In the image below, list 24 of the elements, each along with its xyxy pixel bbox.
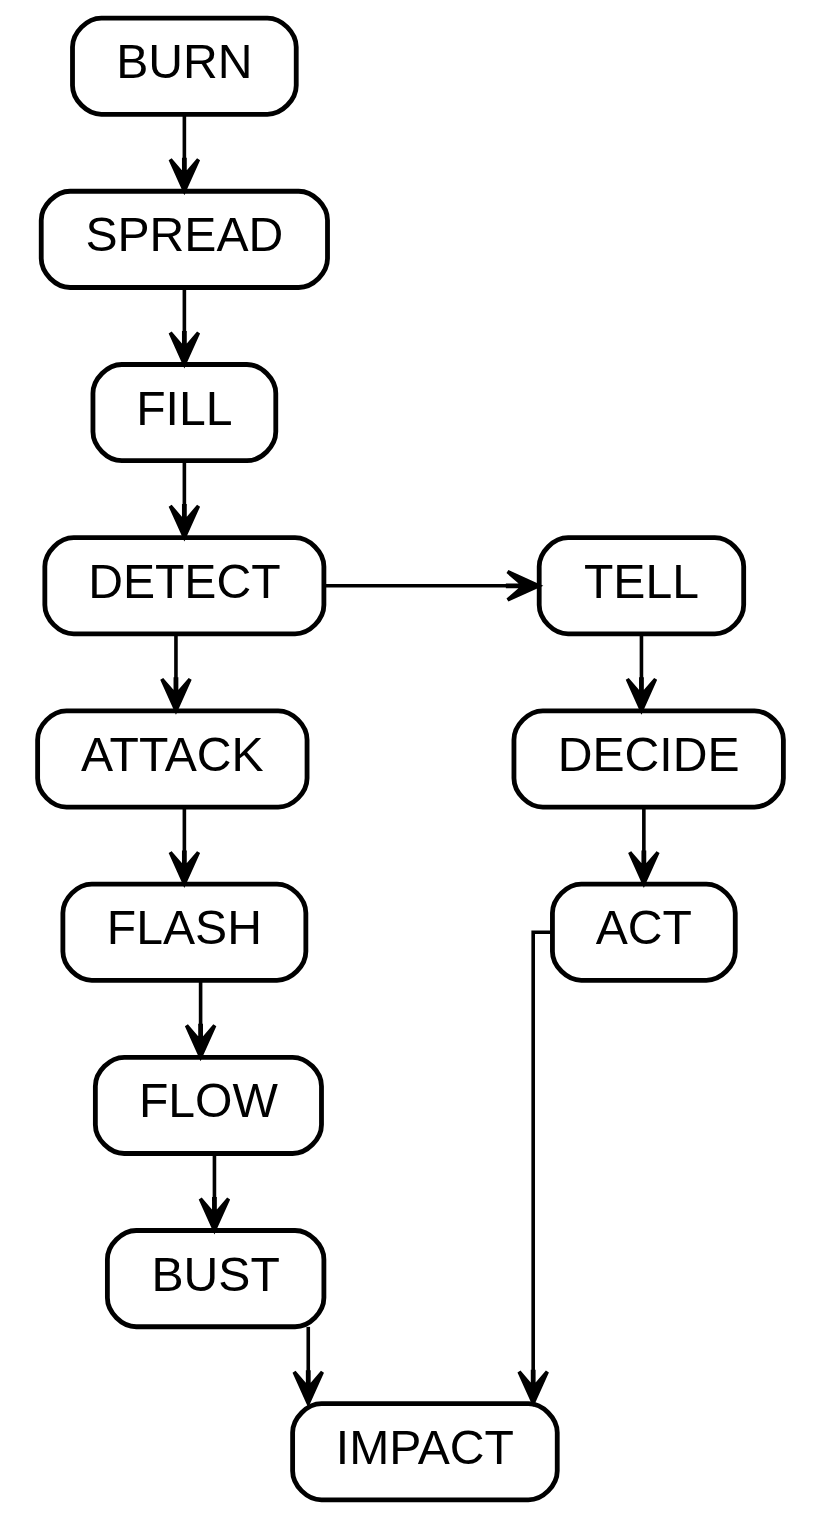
arrow	[516, 930, 551, 1405]
node-box: BURN	[69, 15, 299, 117]
node-box: IMPACT	[289, 1401, 560, 1503]
arrow	[323, 569, 541, 602]
arrow	[168, 460, 200, 539]
arrow	[627, 807, 660, 886]
node-box: ACT	[549, 881, 738, 983]
arrow	[198, 1153, 230, 1232]
arrow	[291, 1326, 324, 1406]
node-box: SPREAD	[38, 188, 330, 290]
arrow	[168, 807, 200, 886]
node-box: DECIDE	[511, 708, 786, 810]
node-box: TELL	[536, 535, 746, 637]
node-box: BUST	[104, 1228, 326, 1330]
arrow	[159, 634, 192, 713]
arrow	[168, 114, 200, 193]
node-box: ATTACK	[34, 708, 309, 810]
node-box: FLASH	[59, 881, 308, 983]
node-box: FILL	[90, 362, 278, 464]
arrow	[184, 980, 216, 1059]
arrow	[625, 634, 657, 713]
arrow	[168, 287, 200, 366]
node-box: DETECT	[41, 535, 326, 637]
node-box: FLOW	[92, 1054, 324, 1156]
